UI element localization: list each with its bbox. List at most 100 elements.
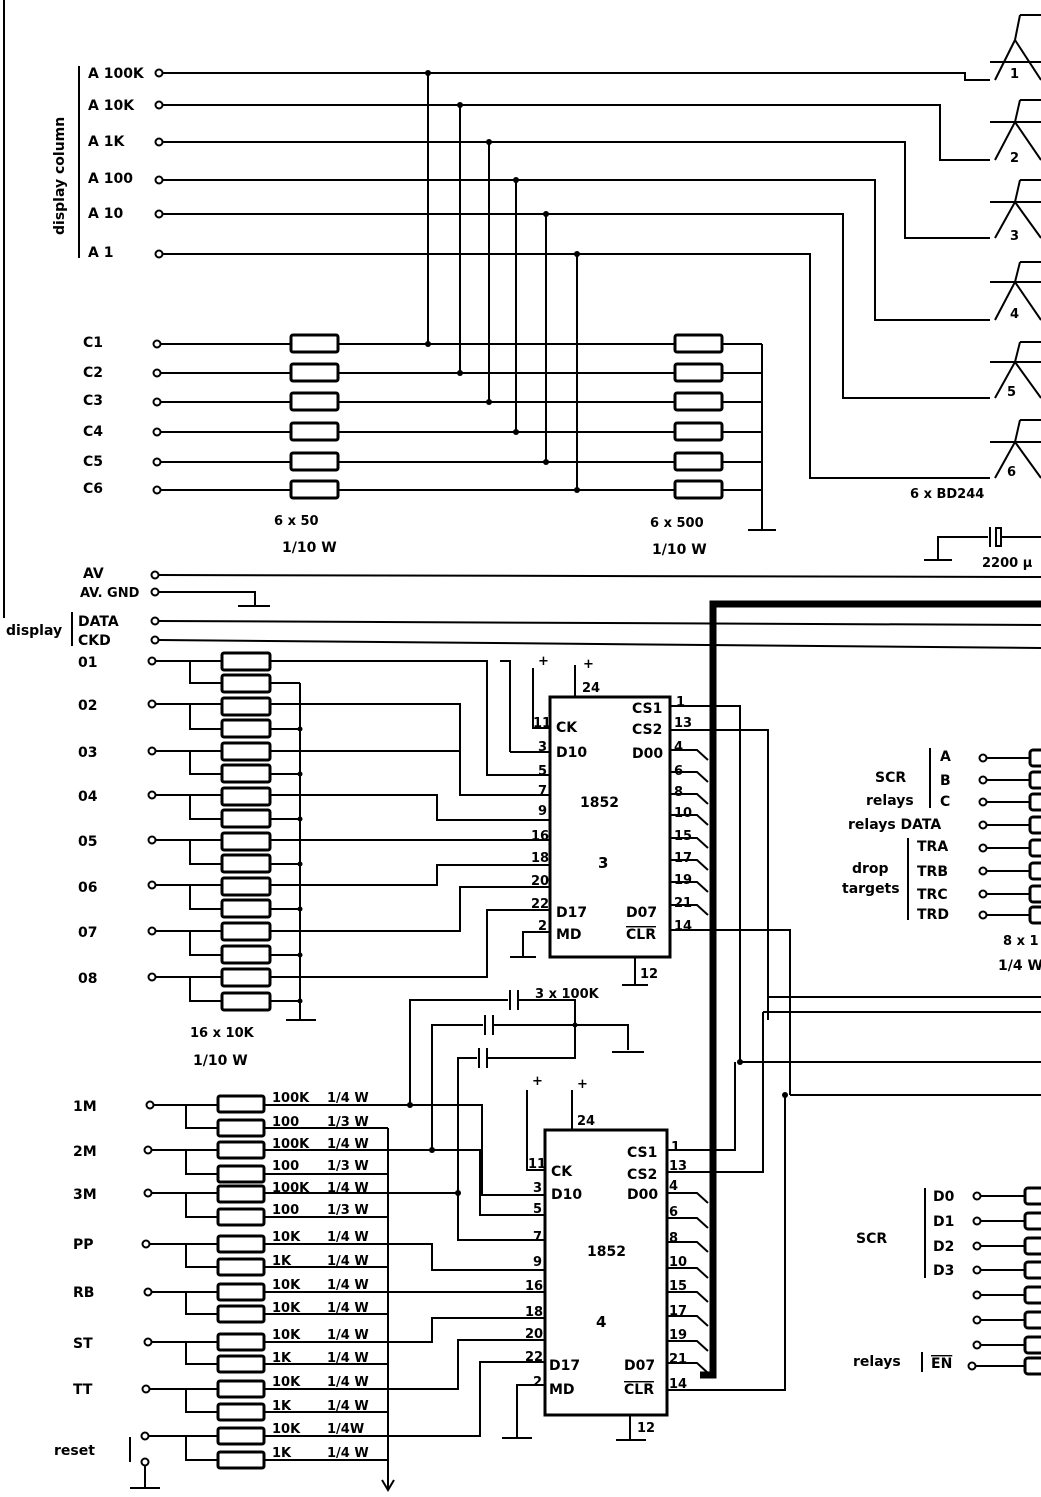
scr-relays-group: SCR relays A B C relays DATA drop target… (842, 748, 1041, 974)
res-watt: 1/4 W (327, 1375, 369, 1390)
label-trc: TRC (917, 887, 948, 903)
label-c2: C2 (83, 365, 103, 381)
label-1m: 1M (73, 1099, 97, 1115)
label-relays-lower: relays (853, 1354, 901, 1370)
wire-a10k (163, 104, 990, 161)
chip4-clr: CLR (624, 1382, 654, 1398)
r10k-watt: 1/10 W (193, 1053, 248, 1069)
res-watt: 1/3 W (327, 1203, 369, 1218)
label-a10: A 10 (88, 206, 123, 222)
res-value: 1K (272, 1351, 292, 1366)
label-en: EN (931, 1356, 952, 1372)
transistor-4: 4 (990, 261, 1041, 322)
chip3-pin: 5 (538, 764, 547, 779)
transistor-1: 1 (990, 14, 1041, 82)
label-04: 04 (78, 789, 98, 805)
chip3-d17: D17 (556, 905, 587, 921)
r8-count: 8 x 1 (1003, 934, 1039, 949)
label-c4: C4 (83, 424, 103, 440)
chip4-pin: 20 (525, 1327, 543, 1342)
display-column-title: display column (52, 117, 68, 235)
resistors-50 (289, 333, 340, 500)
chip4-d17: D17 (549, 1358, 580, 1374)
label-data: DATA (78, 614, 119, 630)
label-a10k: A 10K (88, 98, 135, 114)
label-targets: targets (842, 881, 900, 897)
switch-resistor-labels: 100K 1/4 W 100 1/3 W 100K 1/4 W 100 1/3 … (272, 1091, 369, 1461)
relay-terminals (978, 748, 1041, 925)
chip3-pin: 1 (676, 695, 685, 710)
chip3-pin: 22 (531, 897, 549, 912)
label-a: A (940, 749, 951, 765)
wire-a10 (163, 213, 990, 399)
r50-count: 6 x 50 (274, 514, 319, 529)
label-ckd: CKD (78, 633, 111, 649)
chip3-pin: 4 (674, 740, 683, 755)
chip4-d00: D00 (627, 1187, 658, 1203)
res-value: 1K (272, 1254, 292, 1269)
res-value: 10K (272, 1375, 301, 1390)
res-watt: 1/4 W (327, 1230, 369, 1245)
chip4-md: MD (549, 1382, 575, 1398)
chip3-pin: 2 (538, 919, 547, 934)
chip4-pin: 12 (637, 1421, 655, 1436)
label-b: B (940, 773, 951, 789)
switch-resistors (216, 1094, 266, 1470)
label-a1k: A 1K (88, 134, 125, 150)
res-value: 10K (272, 1278, 301, 1293)
capacitor-2200: 2200 µ (924, 527, 1041, 571)
chip4-pin: 16 (525, 1279, 543, 1294)
res-watt: 1/4 W (327, 1137, 369, 1152)
caps-100k-label: 3 x 100K (535, 987, 600, 1002)
res-watt: 1/4 W (327, 1254, 369, 1269)
chip3-pin: 18 (531, 851, 549, 866)
chip4-pin: 5 (533, 1202, 542, 1217)
label-07: 07 (78, 925, 97, 941)
label-d2: D2 (933, 1239, 954, 1255)
scr-lower-terminals (967, 1186, 1041, 1376)
data-bus (700, 600, 1041, 1379)
res-watt: 1/4 W (327, 1351, 369, 1366)
chip3-pin: 20 (531, 874, 549, 889)
label-rb: RB (73, 1285, 94, 1301)
plus-sign: + (577, 1077, 588, 1092)
label-d1: D1 (933, 1214, 954, 1230)
chip4-pin: 13 (669, 1159, 687, 1174)
chip4-d07: D07 (624, 1358, 655, 1374)
chip4-pin: 3 (533, 1181, 542, 1196)
label-tra: TRA (917, 839, 948, 855)
label-c3: C3 (83, 393, 103, 409)
res-watt: 1/3 W (327, 1115, 369, 1130)
wire-a1k (163, 141, 990, 239)
label-st: ST (73, 1336, 93, 1352)
res-value: 1K (272, 1399, 292, 1414)
chip4-pin: 7 (533, 1230, 542, 1245)
label-relays-data: relays DATA (848, 817, 941, 833)
label-c5: C5 (83, 454, 103, 470)
label-c: C (940, 794, 950, 810)
o-resistor-ladder (147, 651, 545, 1021)
label-scr-lower: SCR (856, 1231, 887, 1247)
chip3-pin: 9 (538, 804, 547, 819)
chip3-pin: 7 (538, 784, 547, 799)
chip4-pin: 22 (525, 1350, 543, 1365)
chip3-pin: 16 (531, 829, 549, 844)
res-value: 10K (272, 1230, 301, 1245)
label-05: 05 (78, 834, 97, 850)
chip3-d00: D00 (632, 746, 663, 762)
o-inputs-group: 01 02 03 04 05 06 07 08 (78, 651, 545, 1069)
plus-sign: + (583, 657, 594, 672)
chip-4: 1852 4 CK D10 D17 MD CS1 CS2 D00 D07 CLR… (502, 1062, 786, 1441)
chip3-pin: 3 (538, 740, 547, 755)
chip3-number: 3 (598, 854, 608, 872)
chip4-pin: 2 (533, 1375, 542, 1390)
chip4-pin: 9 (533, 1255, 542, 1270)
res-watt: 1/4 W (327, 1328, 369, 1343)
capacitors-100k: 3 x 100K (409, 987, 644, 1197)
label-c6: C6 (83, 481, 103, 497)
chip4-pin: 18 (525, 1305, 543, 1320)
transistor-label: 6 x BD244 (910, 487, 984, 502)
transistor-2: 2 (990, 99, 1041, 166)
transistor-array: 1 2 3 4 (910, 14, 1041, 502)
